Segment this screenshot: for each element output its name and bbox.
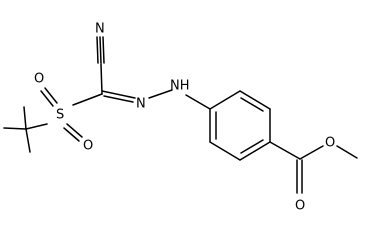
molecule-structure: N S O O N NH O O — [3, 22, 358, 214]
atom-o-methoxy: O — [325, 136, 335, 151]
ring-inner-bond-2 — [240, 139, 264, 154]
atom-n-cyano: N — [95, 22, 105, 37]
bond-tbu-methyl-2 — [23, 106, 27, 130]
bond-tbu-methyl-1 — [3, 127, 27, 130]
bond-s-c — [72, 93, 103, 106]
bond-s-o-left-2 — [44, 87, 58, 104]
ring-bond-1 — [209, 90, 241, 110]
bond-tbu-s — [25, 123, 48, 130]
bond-c-o-methoxy — [299, 145, 324, 160]
bond-tbu-methyl-3 — [25, 128, 31, 153]
atom-n-imine: N — [136, 97, 146, 112]
atom-o-sulfonyl-left: O — [34, 72, 44, 87]
bond-nh-ring — [185, 94, 211, 110]
structure-drawing: N S O O N NH O O — [3, 22, 358, 214]
bond-s-o-bottom-1 — [63, 127, 80, 142]
atom-o-carbonyl: O — [295, 199, 305, 214]
bond-o-methyl — [336, 145, 358, 159]
ring-inner-bond-1 — [240, 97, 264, 112]
ring-bond-5 — [209, 141, 241, 161]
bond-cn-triple-3 — [102, 36, 105, 64]
bond-c-n-double-1 — [101, 90, 136, 99]
bond-c-cn — [100, 63, 103, 95]
bond-ring-carbonyl-c — [269, 141, 301, 160]
atom-nh-hydrazine: NH — [170, 79, 190, 94]
atom-s: S — [56, 108, 64, 123]
bond-s-o-bottom-2 — [66, 123, 83, 138]
bond-c-n-double-2 — [103, 95, 134, 103]
atom-o-sulfonyl-bottom: O — [83, 139, 93, 154]
bond-s-o-left-1 — [40, 90, 54, 107]
ring-bond-4 — [239, 141, 271, 161]
bond-cn-triple-2 — [99, 36, 102, 64]
ring-bond-2 — [239, 90, 271, 110]
bond-n-nh — [148, 89, 173, 99]
bond-cn-triple-1 — [96, 36, 99, 64]
